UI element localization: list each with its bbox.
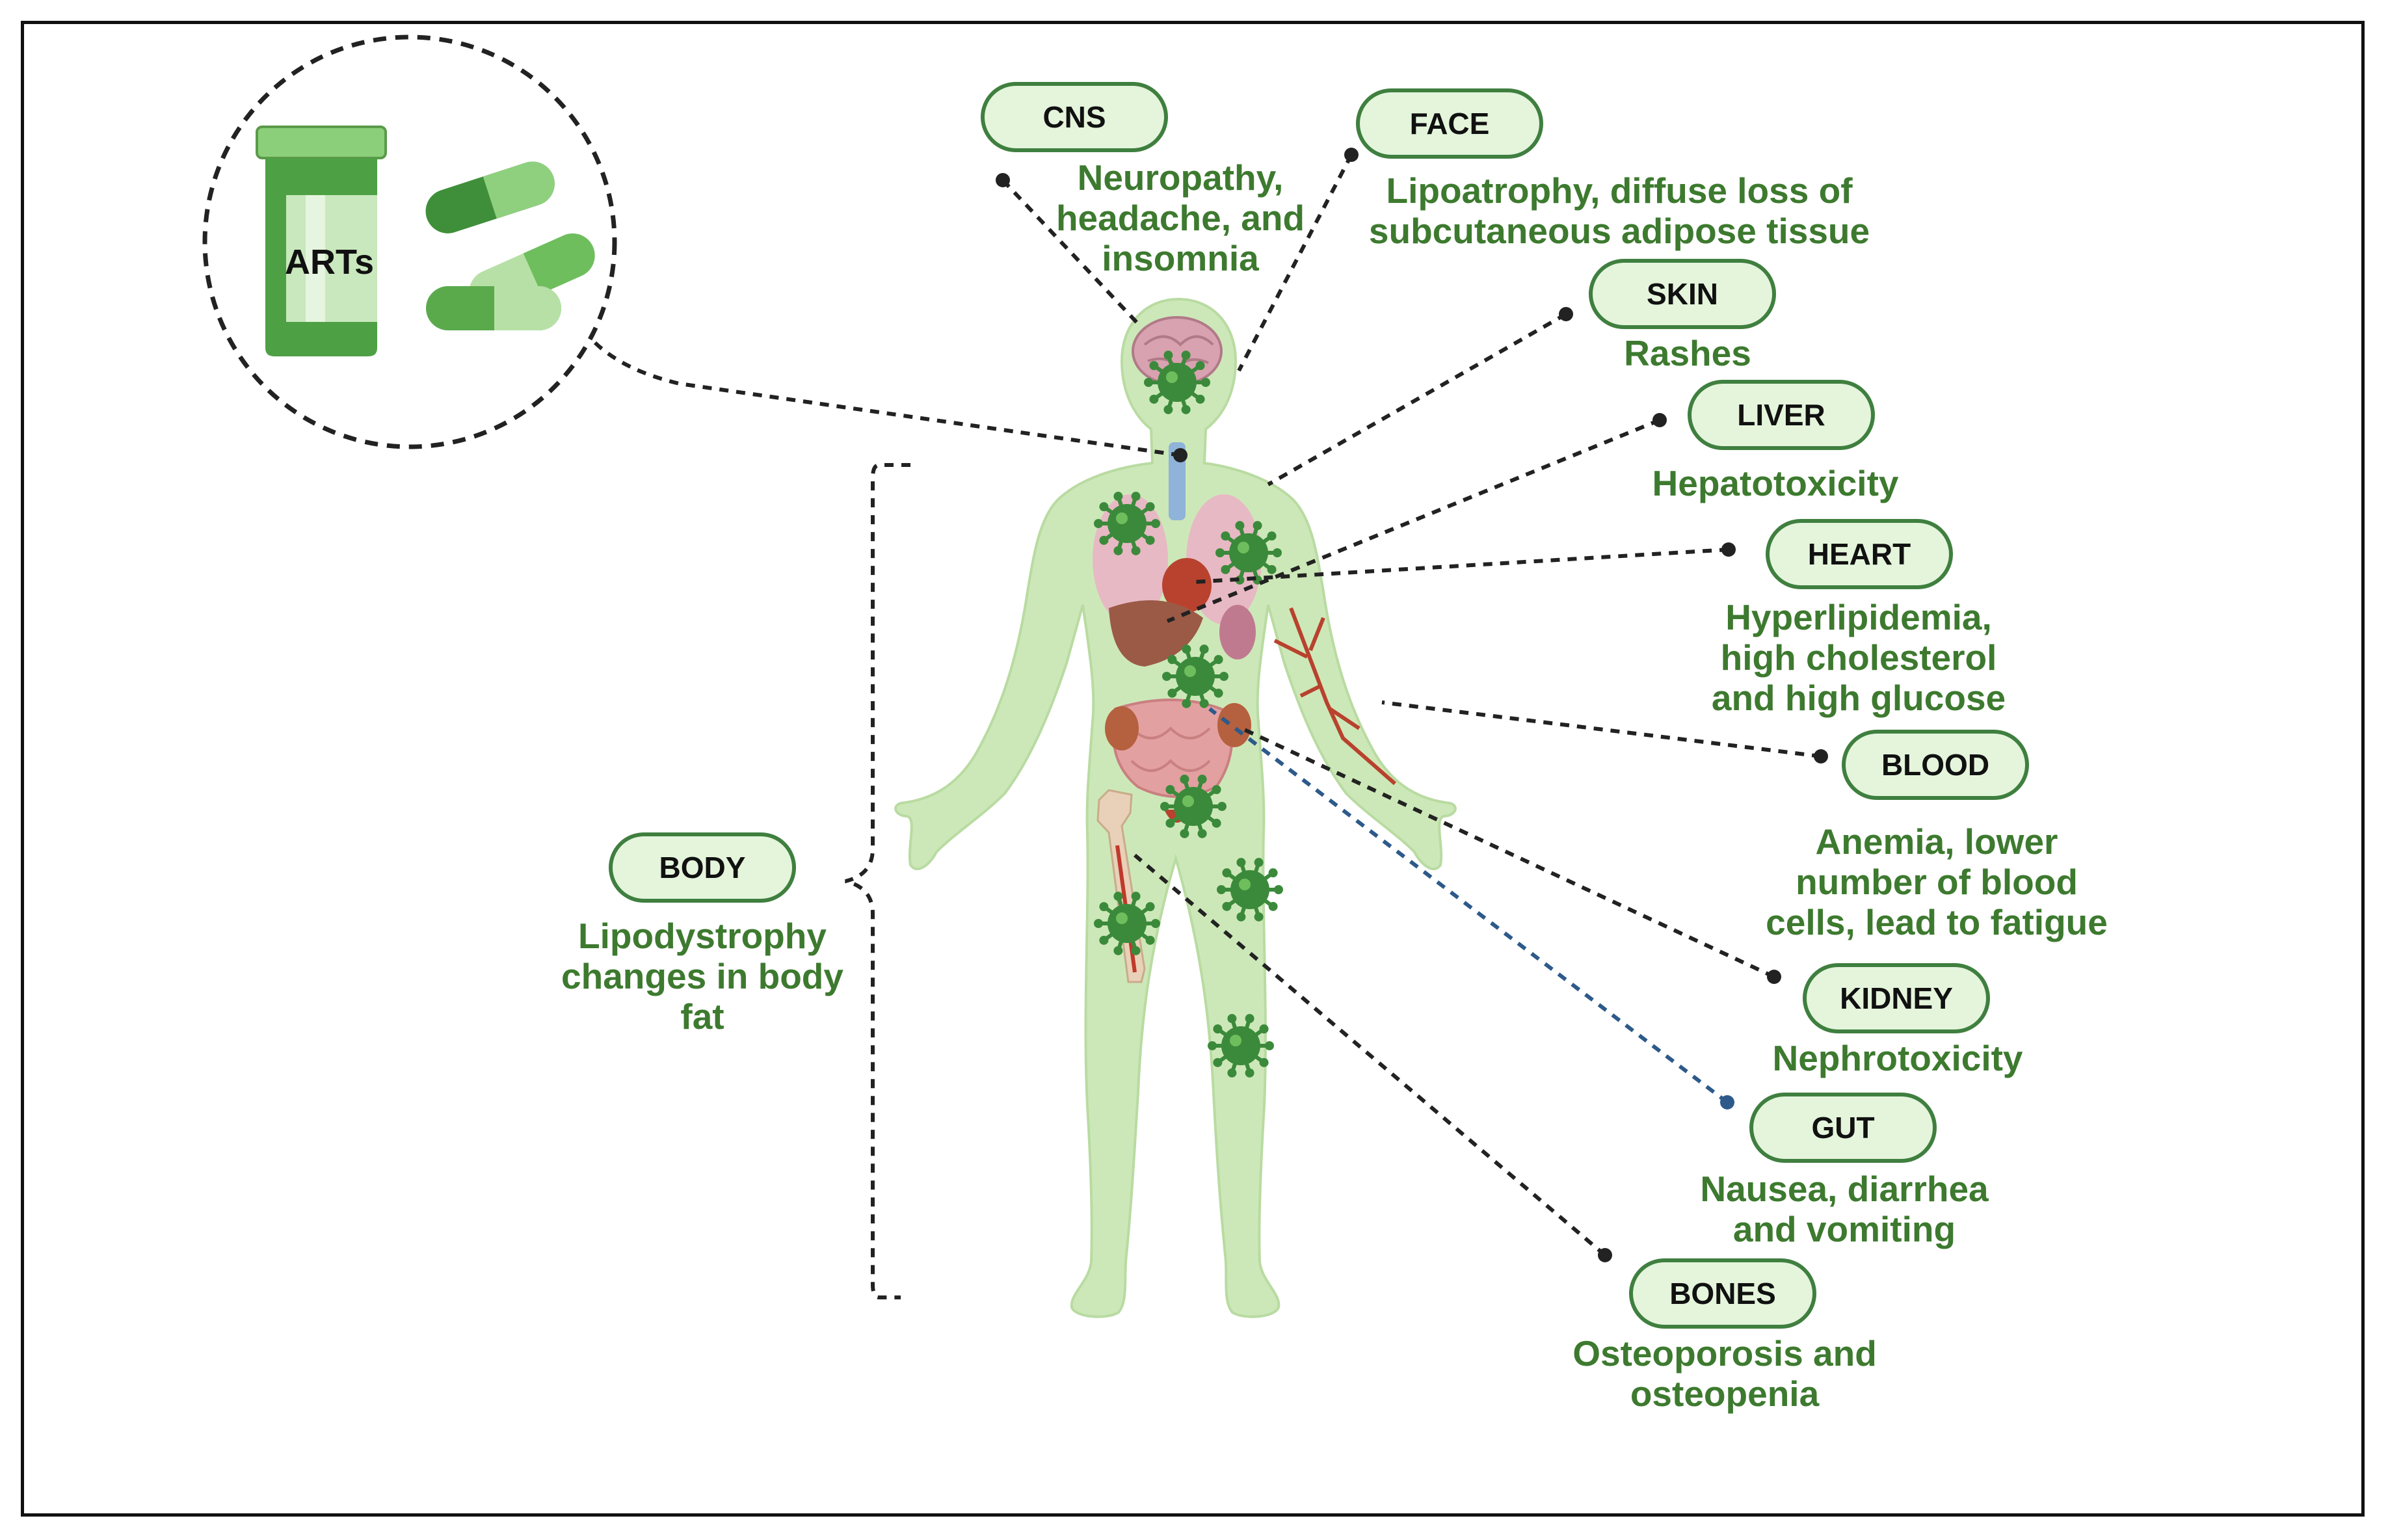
virus-icon xyxy=(1208,1014,1274,1078)
connector-skin xyxy=(1267,312,1567,486)
connector-liver xyxy=(1166,418,1661,623)
cns-description-line: headache, and xyxy=(1055,198,1305,238)
heart xyxy=(1162,558,1212,613)
gut-description: Nausea, diarrhea and vomiting xyxy=(1700,1169,1988,1249)
kidney-label: KIDNEY xyxy=(1803,963,1990,1033)
gut-description-line: Nausea, diarrhea xyxy=(1700,1169,1989,1209)
bones-label: BONES xyxy=(1629,1258,1816,1329)
face-label: FACE xyxy=(1356,88,1543,159)
blood-description-line: cells, lead to fatigue xyxy=(1766,902,2108,942)
stomach xyxy=(1219,605,1256,659)
cns-description: Neuropathy, headache, and insomnia xyxy=(1056,157,1305,278)
blood-description-line: Anemia, lower xyxy=(1815,821,2058,862)
body-label: BODY xyxy=(609,832,796,903)
bones-description: Osteoporosis and osteopenia xyxy=(1572,1333,1877,1414)
face-description-line: subcutaneous adipose tissue xyxy=(1368,211,1870,251)
kidney-description-line: Nephrotoxicity xyxy=(1772,1038,2023,1078)
virus-icon xyxy=(1162,644,1228,708)
kidney-description: Nephrotoxicity xyxy=(1772,1038,2023,1078)
arts-illustration xyxy=(202,34,617,449)
connector-heart xyxy=(1193,548,1729,584)
left-kidney xyxy=(1105,706,1139,750)
connector-gut xyxy=(1208,707,1729,1104)
liver-description-line: Hepatotoxicity xyxy=(1652,463,1899,503)
gut-label: GUT xyxy=(1749,1093,1937,1163)
gut-description-line: and vomiting xyxy=(1732,1209,1956,1249)
cns-description-line: Neuropathy, xyxy=(1077,157,1284,198)
blood-description: Anemia, lower number of blood cells, lea… xyxy=(1766,821,2108,942)
connector-bones xyxy=(1134,853,1606,1257)
pill-bottle xyxy=(256,126,387,356)
skin-label: SKIN xyxy=(1589,259,1776,329)
liver-description: Hepatotoxicity xyxy=(1652,463,1899,503)
connector-lines xyxy=(593,153,1822,1299)
virus-icon xyxy=(1215,521,1282,585)
blood-vessels xyxy=(1273,607,1396,786)
right-kidney xyxy=(1217,703,1251,747)
virus-icon xyxy=(1144,351,1210,414)
heart-label: HEART xyxy=(1766,519,1953,589)
connector-endpoints xyxy=(996,148,1828,1262)
heart-description: Hyperlipidemia, high cholesterol and hig… xyxy=(1712,597,2006,718)
body-description-line: changes in body xyxy=(561,956,843,996)
heart-description-line: Hyperlipidemia, xyxy=(1725,597,1992,637)
bones-description-line: Osteoporosis and xyxy=(1572,1333,1877,1374)
blood-description-line: number of blood xyxy=(1796,862,2078,902)
virus-icon xyxy=(1160,775,1227,838)
virus-icon xyxy=(1094,492,1160,555)
bones-description-line: osteopenia xyxy=(1630,1374,1820,1414)
connector-blood xyxy=(1381,700,1822,758)
virus-icon xyxy=(1217,858,1283,922)
cns-description-line: insomnia xyxy=(1102,238,1259,278)
skin-description-line: Rashes xyxy=(1624,333,1751,373)
body-description-line: fat xyxy=(680,996,724,1037)
virus-icon xyxy=(1094,892,1160,955)
arts-label: ARTs xyxy=(285,243,375,282)
connector-arts xyxy=(593,341,1181,457)
viruses xyxy=(1094,351,1283,1078)
skin-description: Rashes xyxy=(1624,333,1751,373)
body-description-line: Lipodystrophy xyxy=(578,916,827,956)
blood-label: BLOOD xyxy=(1842,730,2029,800)
connector-face xyxy=(1237,153,1353,372)
liver xyxy=(1109,600,1203,667)
body-description: Lipodystrophy changes in body fat xyxy=(561,916,843,1037)
face-description-line: Lipoatrophy, diffuse loss of xyxy=(1386,170,1853,211)
connector-kidney xyxy=(1238,725,1775,979)
body-bracket xyxy=(845,463,910,1299)
liver-label: LIVER xyxy=(1688,380,1875,450)
cns-label: CNS xyxy=(981,82,1168,152)
heart-description-line: and high glucose xyxy=(1711,678,2006,718)
heart-description-line: high cholesterol xyxy=(1720,637,1997,678)
capsules xyxy=(425,161,595,330)
face-description: Lipoatrophy, diffuse loss of subcutaneou… xyxy=(1369,170,1870,251)
